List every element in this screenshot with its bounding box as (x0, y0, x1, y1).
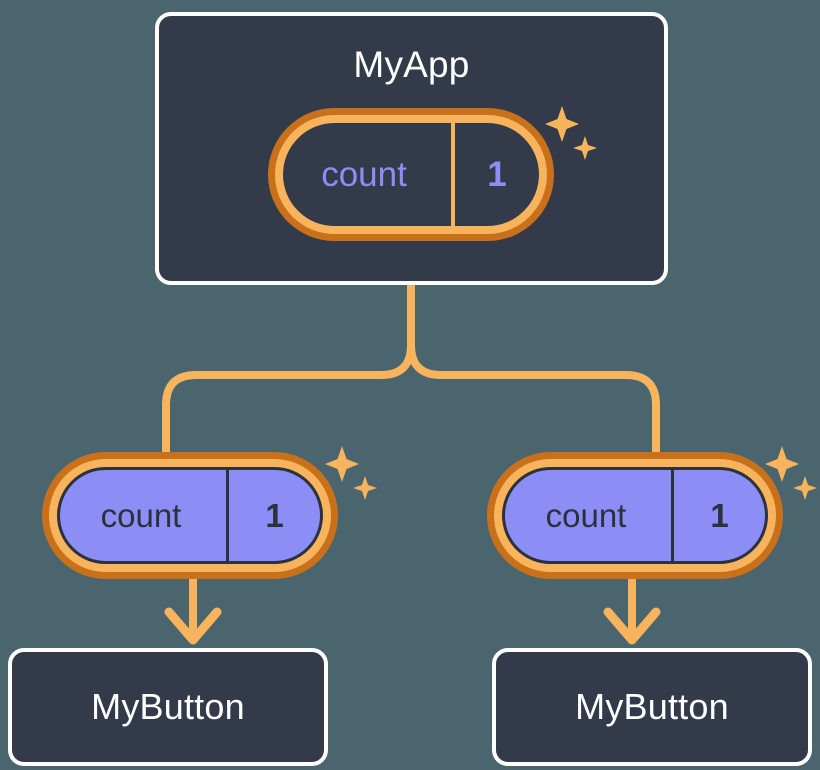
signal-pill-band: count 1 (275, 115, 547, 234)
page-title: MyApp (353, 44, 470, 85)
signal-pill-inner: count 1 (283, 123, 539, 226)
component-card-mybutton-right[interactable]: MyButton (492, 648, 812, 766)
signal-pill-right[interactable]: count 1 (487, 452, 783, 579)
signal-name-right: count (545, 496, 627, 534)
signal-value-right: 1 (671, 470, 765, 561)
wire-root-to-right-signal (407, 281, 660, 464)
signal-value-left: 1 (226, 470, 320, 561)
signal-pill-root[interactable]: count 1 (268, 108, 554, 241)
component-label-mybutton-left: MyButton (91, 686, 245, 727)
arrowhead-left-icon (164, 607, 222, 645)
wire-root-to-left-signal (162, 281, 415, 464)
component-label-mybutton-right: MyButton (575, 686, 729, 727)
component-card-mybutton-left[interactable]: MyButton (8, 648, 328, 766)
signal-pill-band: count 1 (494, 459, 776, 572)
arrowhead-right-icon (603, 607, 661, 645)
signal-pill-band: count 1 (49, 459, 331, 572)
signal-value-root: 1 (451, 123, 539, 226)
signal-pill-inner: count 1 (502, 467, 768, 564)
signal-pill-left[interactable]: count 1 (42, 452, 338, 579)
signal-pill-inner: count 1 (57, 467, 323, 564)
signal-name-root: count (321, 154, 407, 194)
signal-name-left: count (100, 496, 182, 534)
